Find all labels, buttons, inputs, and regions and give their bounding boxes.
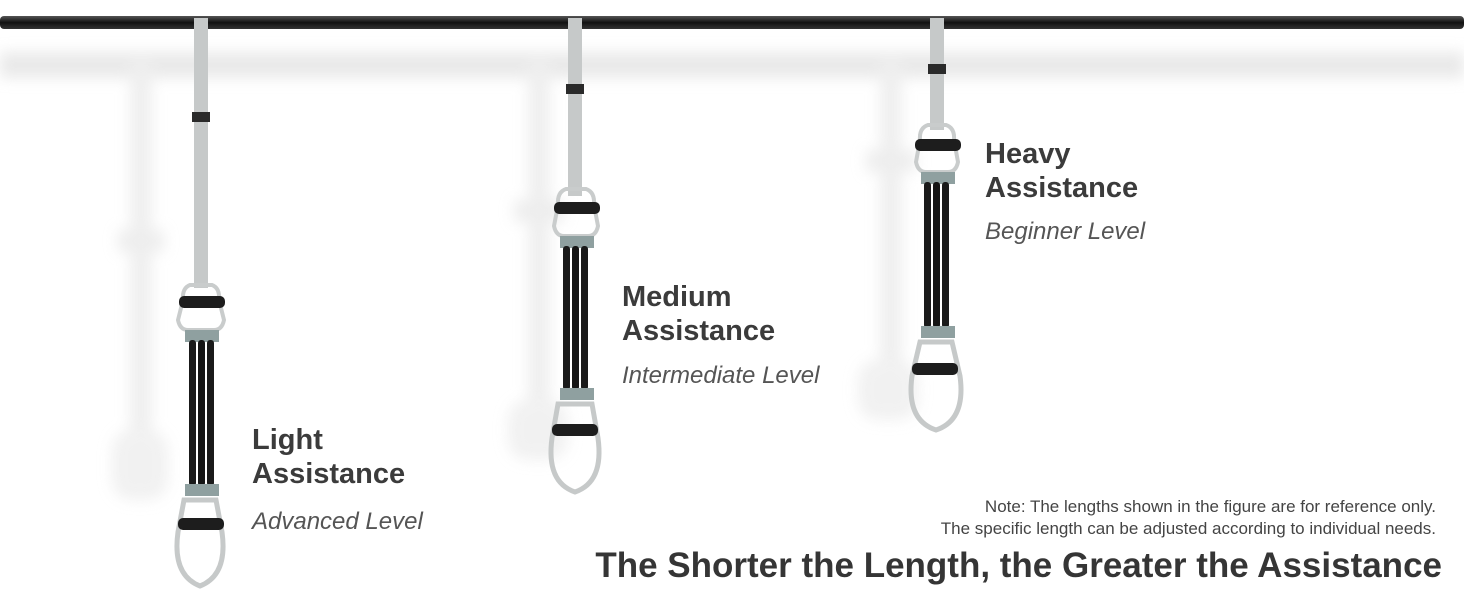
bottom-handle (548, 401, 602, 495)
band-medium-title-line2: Assistance (622, 315, 776, 347)
band-medium-title-line1: Medium (622, 281, 732, 313)
band-heavy-illustration (908, 18, 964, 433)
strap (194, 18, 208, 288)
top-handle (175, 283, 227, 332)
note-line-2: The specific length can be adjusted acco… (940, 519, 1436, 538)
top-handle (913, 123, 961, 174)
band-heavy-title-line2: Assistance (985, 172, 1139, 204)
band-medium-illustration (548, 18, 602, 495)
band-light-level: Advanced Level (252, 508, 423, 535)
band-light-title: Light Assistance (252, 423, 405, 491)
bottom-handle (174, 497, 226, 589)
background-shadow (0, 52, 1464, 500)
band-heavy-title: Heavy Assistance (985, 137, 1138, 205)
band-medium-level: Intermediate Level (622, 362, 820, 389)
band-heavy-level: Beginner Level (985, 218, 1146, 245)
headline: The Shorter the Length, the Greater the … (595, 546, 1442, 585)
top-handle (551, 187, 601, 238)
band-light-illustration (174, 18, 227, 589)
pull-up-bar (0, 16, 1464, 29)
strap (568, 18, 582, 196)
band-medium-title: Medium Assistance (622, 280, 775, 348)
note-line-1: Note: The lengths shown in the figure ar… (984, 497, 1436, 516)
band-heavy-title-line1: Heavy (985, 138, 1071, 170)
elastic-cords (563, 246, 588, 390)
band-light-title-line1: Light (252, 424, 323, 456)
band-light-title-line2: Assistance (252, 458, 406, 490)
bottom-handle (908, 339, 964, 433)
elastic-cords (924, 182, 949, 328)
elastic-cords (189, 340, 214, 486)
